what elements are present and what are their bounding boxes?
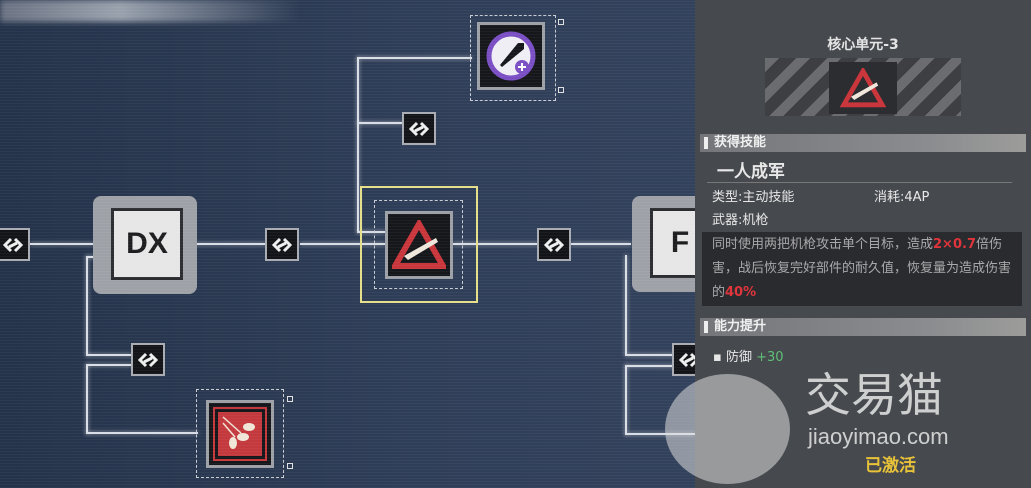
connector: [571, 243, 631, 245]
skill-type: 类型:主动技能: [712, 190, 795, 205]
module-banner: [765, 58, 961, 116]
watermark-brand: 交易猫: [805, 368, 943, 422]
link-node[interactable]: [402, 112, 436, 145]
module-image: [829, 62, 897, 114]
connector: [357, 57, 472, 59]
link-node[interactable]: [265, 228, 299, 261]
link-icon: [2, 237, 24, 252]
skill-node-selected[interactable]: [385, 211, 453, 279]
link-node[interactable]: [0, 228, 30, 261]
connector: [625, 365, 675, 367]
link-icon: [137, 352, 159, 367]
connector: [86, 256, 88, 356]
skill-weapon: 武器:机枪: [712, 213, 769, 228]
panel-title: 核心单元-3: [827, 37, 899, 53]
link-icon: [543, 237, 565, 252]
skill-description: 同时使用两把机枪攻击单个目标，造成2×0.7倍伤害，战后恢复完好部件的耐久值，恢…: [702, 232, 1022, 306]
dual-gun-triangle-icon: [840, 68, 886, 108]
core-node-left[interactable]: DX: [93, 196, 197, 294]
skill-name: 一人成军: [717, 162, 785, 182]
missile-barrage-icon: [213, 407, 267, 461]
skill-node-rocket[interactable]: [477, 22, 545, 90]
desc-text: 倍伤害，战后恢复完好部件的耐久值，恢复量为造成伤害的: [712, 237, 1012, 300]
bonus-stat: 防御: [725, 350, 752, 365]
connector: [300, 243, 385, 245]
connector: [357, 57, 359, 233]
corner-marker: [287, 463, 293, 469]
connector: [86, 432, 198, 434]
rocket-plus-icon: [486, 31, 536, 81]
connector: [190, 243, 266, 245]
node-frame: [470, 15, 556, 101]
watermark-url: jiaoyimao.com: [808, 424, 949, 449]
status-activated: 已激活: [865, 456, 916, 476]
node-frame: [374, 200, 463, 289]
bonus-item: ▪ 防御 +30: [713, 350, 784, 365]
connector: [86, 364, 132, 366]
desc-text: 同时使用两把机枪攻击单个目标，造成: [712, 237, 934, 252]
link-icon: [408, 121, 430, 136]
dual-gun-triangle-icon: [392, 220, 446, 269]
connector: [453, 243, 538, 245]
connector: [625, 255, 627, 355]
bonus-value: +30: [756, 350, 784, 365]
blurred-header: [0, 0, 300, 22]
section-header-skill: 获得技能: [700, 134, 1026, 152]
desc-highlight: 2×0.7: [933, 237, 976, 252]
link-node[interactable]: [537, 228, 571, 261]
link-icon: [271, 237, 293, 252]
corner-marker: [558, 87, 564, 93]
watermark-logo: [665, 374, 790, 484]
skill-cost: 消耗:4AP: [874, 190, 930, 205]
divider: [707, 182, 1012, 183]
connector: [357, 231, 385, 233]
connector: [625, 365, 627, 435]
link-node[interactable]: [131, 343, 165, 376]
connector: [86, 354, 132, 356]
connector: [30, 243, 94, 245]
corner-marker: [287, 396, 293, 402]
section-header-ability: 能力提升: [700, 318, 1026, 336]
node-frame: [196, 389, 284, 478]
connector: [86, 364, 88, 434]
desc-highlight: 40%: [725, 285, 757, 300]
connector: [625, 433, 695, 435]
connector: [625, 354, 675, 356]
skill-node-missiles[interactable]: [206, 400, 274, 468]
connector: [357, 122, 403, 124]
core-chip-icon: DX: [111, 208, 183, 280]
corner-marker: [558, 19, 564, 25]
selected-highlight: [360, 186, 478, 303]
